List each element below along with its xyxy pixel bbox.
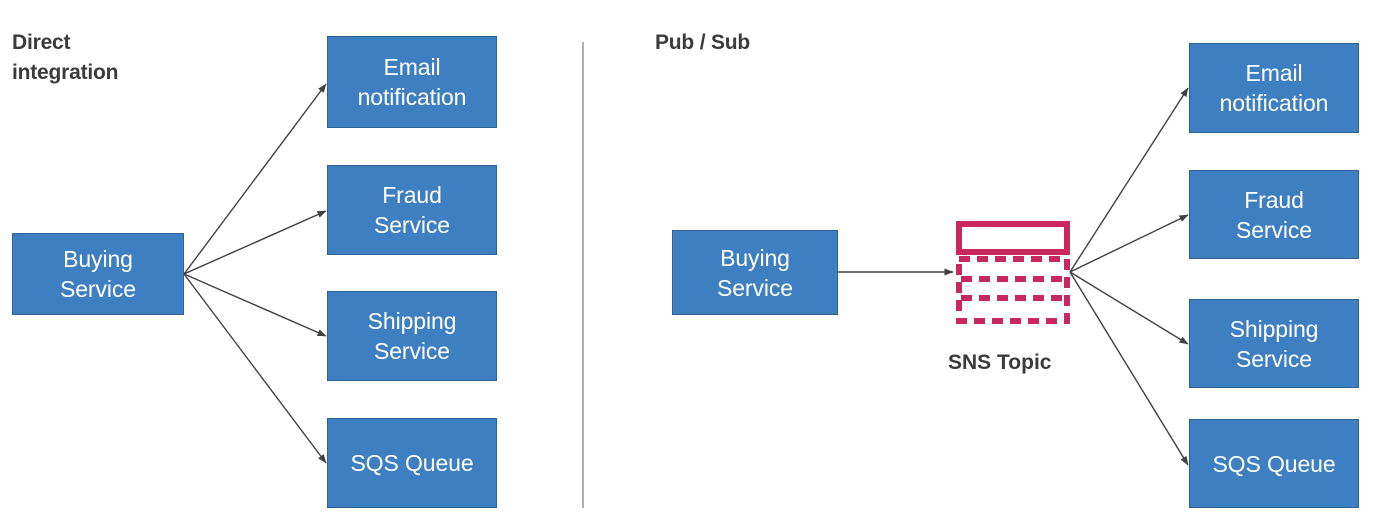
left-buying-service-node[interactable]: Buying Service: [12, 233, 184, 315]
connector-sns-to-fraud: [1069, 214, 1189, 273]
connector-sns-to-sqs: [1069, 271, 1189, 466]
connector-sns-to-shipping: [1069, 271, 1189, 345]
sns-topic-label: SNS Topic: [948, 351, 1052, 374]
left-target-sqs-queue[interactable]: SQS Queue: [327, 418, 497, 508]
right-buying-service-node[interactable]: Buying Service: [672, 230, 838, 315]
left-panel-title: Direct integration: [12, 31, 119, 84]
right-target-sqs-queue[interactable]: SQS Queue: [1189, 419, 1359, 508]
right-target-email-notification[interactable]: Email notification: [1189, 43, 1359, 133]
left-target-email-notification[interactable]: Email notification: [327, 36, 497, 128]
connector-buying-to-email: [183, 83, 327, 275]
connector-buying-to-shipping: [183, 273, 327, 337]
sns-topic-body-outline: [956, 256, 1070, 324]
right-target-shipping-service[interactable]: Shipping Service: [1189, 299, 1359, 388]
connector-sns-to-email: [1069, 87, 1189, 273]
left-target-shipping-service[interactable]: Shipping Service: [327, 291, 497, 381]
right-panel-title: Pub / Sub: [655, 31, 751, 54]
connector-buying-to-sqs: [183, 273, 327, 464]
right-target-fraud-service[interactable]: Fraud Service: [1189, 170, 1359, 259]
sns-topic-header-bar: [956, 221, 1070, 255]
sns-topic-icon[interactable]: [950, 215, 1074, 330]
connector-buying-to-fraud: [183, 210, 327, 275]
left-target-fraud-service[interactable]: Fraud Service: [327, 165, 497, 255]
right-connectors: [838, 87, 1189, 466]
left-connectors: [183, 83, 327, 464]
